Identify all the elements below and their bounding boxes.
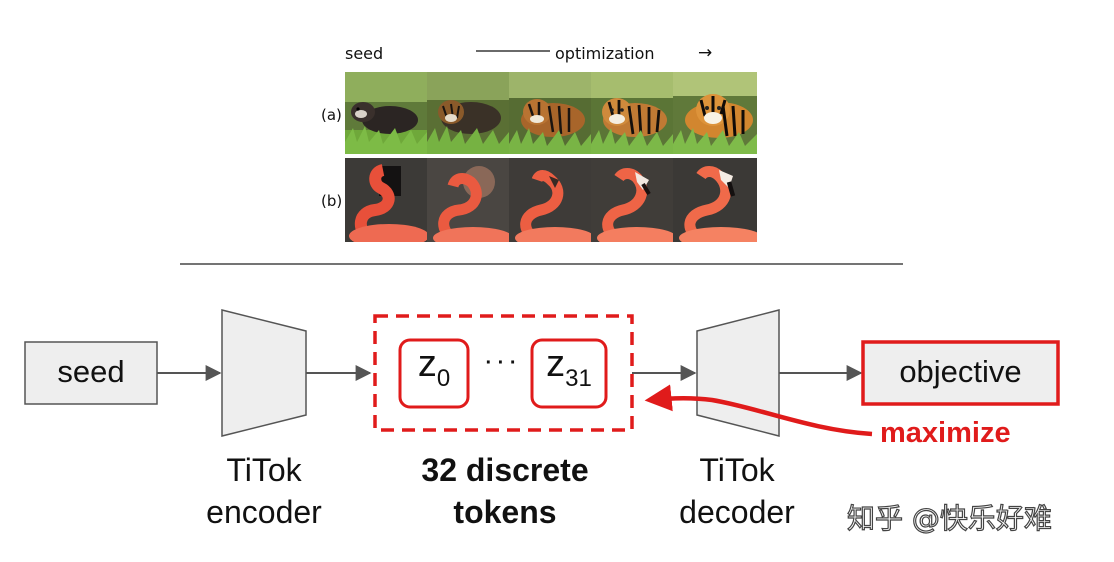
objective-box-label: objective — [899, 354, 1022, 389]
optimization-arrow-icon: → — [698, 43, 713, 63]
row-b-tile-2 — [427, 158, 509, 242]
seed-caption: seed — [345, 44, 384, 63]
decoder-label-line2: decoder — [679, 494, 795, 530]
tokens-dashed-box — [373, 314, 634, 432]
encoder-trapezoid — [221, 309, 307, 437]
row-b-tile-5 — [673, 158, 757, 242]
tokens-label-line1: 32 discrete — [421, 452, 589, 488]
token-z0-subscript: 0 — [436, 365, 451, 392]
maximize-arrow — [644, 384, 873, 437]
token-z31-letter: z — [546, 343, 566, 385]
row-b-tile-4 — [591, 158, 673, 242]
optimization-caption: optimization — [555, 44, 655, 63]
row-a-tile-4 — [591, 72, 673, 154]
row-a-tile-3 — [509, 72, 591, 154]
encoder-label-line1: TiTok — [226, 452, 302, 488]
token-z31: z31 — [532, 343, 606, 392]
token-z0-box — [398, 338, 470, 409]
token-z0-letter: z — [417, 343, 437, 385]
token-z0: z0 — [400, 343, 468, 392]
maximize-label: maximize — [880, 417, 1011, 449]
row-a-tile-2 — [427, 72, 509, 154]
row-label-a: (a) — [321, 106, 342, 124]
decoder-trapezoid — [696, 309, 780, 437]
seed-box — [24, 341, 158, 405]
watermark: 知乎 @快乐好难 — [846, 501, 1052, 535]
row-label-b: (b) — [321, 192, 343, 210]
encoder-label-line2: encoder — [206, 494, 322, 530]
row-a-tile-5 — [673, 72, 757, 154]
tokens-label-line2: tokens — [453, 494, 557, 530]
row-b-tile-1 — [345, 158, 427, 242]
row-a-tile-1 — [345, 72, 427, 154]
decoder-label-line1: TiTok — [699, 452, 775, 488]
seed-box-label: seed — [57, 354, 125, 389]
row-b-tile-3 — [509, 158, 591, 242]
objective-box — [861, 340, 1060, 406]
token-z31-subscript: 31 — [565, 365, 592, 392]
token-z31-box — [530, 338, 608, 409]
token-ellipsis: · · · — [485, 352, 517, 374]
